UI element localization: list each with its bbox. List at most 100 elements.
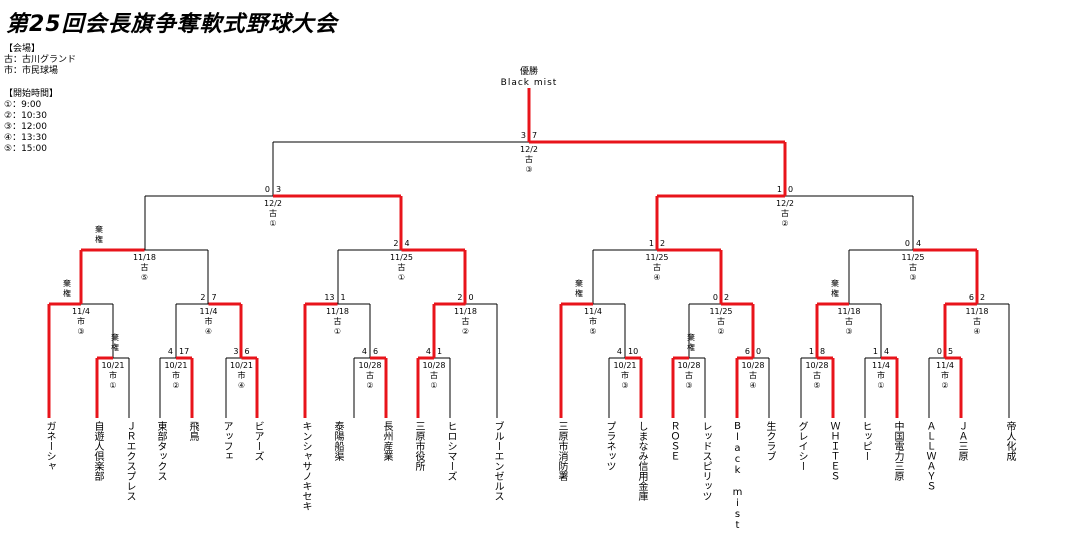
- score-right: 2: [980, 293, 985, 302]
- score-left: 0: [905, 239, 910, 248]
- match-date: 12/2: [264, 199, 282, 208]
- match-time: ②: [366, 381, 373, 390]
- team-name: 三原市役所: [413, 421, 424, 471]
- score-right: 2: [660, 239, 665, 248]
- match-date: 10/28: [358, 361, 381, 370]
- match-date: 10/28: [805, 361, 828, 370]
- match-time: ⑤: [141, 273, 148, 282]
- match-venue: 古: [653, 262, 661, 272]
- team-name: 飛鳥: [187, 421, 198, 441]
- time-line: ④：13:30: [4, 133, 48, 143]
- match-venue: 古: [462, 316, 470, 326]
- score-right: 0: [788, 185, 793, 194]
- score-left: 1: [873, 347, 878, 356]
- score-left: 1: [649, 239, 654, 248]
- match-date: 10/21: [230, 361, 253, 370]
- match-venue: 市: [77, 316, 85, 326]
- match-date: 11/18: [965, 307, 988, 316]
- champion-label: 優勝: [520, 65, 538, 77]
- team-name: 三原市消防署: [556, 421, 567, 481]
- match-date: 10/21: [613, 361, 636, 370]
- match-time: ①: [334, 327, 341, 336]
- score-right: 8: [820, 347, 825, 356]
- score-right: 0: [469, 293, 474, 302]
- team-name: ＷＨＩＴＥＳ: [828, 421, 839, 481]
- match-venue: 市: [238, 370, 246, 380]
- score-left: 13: [324, 293, 334, 302]
- match-date: 10/28: [741, 361, 764, 370]
- match-date: 11/18: [454, 307, 477, 316]
- match-time: ②: [172, 381, 179, 390]
- match-venue: 市: [109, 370, 117, 380]
- match-time: ④: [238, 381, 245, 390]
- time-line: ⑤：15:00: [4, 144, 48, 154]
- score-right: 6: [245, 347, 250, 356]
- match-venue: 古: [845, 316, 853, 326]
- match-venue: 市: [172, 370, 180, 380]
- team-name: ＡＬＬＷＡＹＳ: [924, 421, 935, 491]
- score-left: 4: [362, 347, 367, 356]
- match-time: ④: [205, 327, 212, 336]
- match-date: 11/18: [837, 307, 860, 316]
- score-left: 4: [617, 347, 622, 356]
- match-time: ③: [525, 165, 532, 174]
- team-name: グレイシー: [796, 421, 807, 471]
- forfeit-mark: 棄: [95, 224, 103, 234]
- score-right: 1: [437, 347, 442, 356]
- match-time: ④: [973, 327, 980, 336]
- match-time: ③: [77, 327, 84, 336]
- time-line: ②：10:30: [4, 111, 48, 121]
- match-time: ①: [398, 273, 405, 282]
- match-time: ⑤: [813, 381, 820, 390]
- venue-line: 市：市民球場: [4, 66, 59, 76]
- match-time: ②: [781, 219, 788, 228]
- time-legend: 【開始時間】 ①：9:00 ②：10:30 ③：12:00 ④：13:30 ⑤：…: [4, 89, 58, 155]
- forfeit-mark: 棄: [831, 278, 839, 288]
- score-left: 0: [713, 293, 718, 302]
- match-time: ③: [909, 273, 916, 282]
- match-time: ①: [109, 381, 116, 390]
- match-time: ③: [685, 381, 692, 390]
- score-right: 3: [276, 185, 281, 194]
- time-line: ③：12:00: [4, 122, 48, 132]
- score-left: 1: [809, 347, 814, 356]
- match-time: ③: [845, 327, 852, 336]
- match-date: 12/2: [776, 199, 794, 208]
- match-venue: 古: [269, 208, 277, 218]
- match-date: 10/28: [422, 361, 445, 370]
- match-venue: 古: [366, 370, 374, 380]
- team-name: しまなみ信用金庫: [636, 421, 647, 501]
- match-venue: 市: [621, 370, 629, 380]
- match-date: 11/25: [390, 253, 413, 262]
- score-right: 5: [948, 347, 953, 356]
- team-name: 東部タックス: [155, 421, 166, 481]
- score-left: 0: [937, 347, 942, 356]
- score-right: 1: [341, 293, 346, 302]
- team-name: 帝人化成: [1004, 421, 1015, 461]
- score-right: 4: [916, 239, 921, 248]
- match-date: 10/21: [101, 361, 124, 370]
- match-venue: 市: [877, 370, 885, 380]
- match-time: ①: [269, 219, 276, 228]
- score-left: 2: [457, 293, 462, 302]
- team-name: 自遊人倶楽部: [92, 421, 103, 481]
- match-time: ④: [749, 381, 756, 390]
- match-time: ③: [621, 381, 628, 390]
- match-date: 11/25: [645, 253, 668, 262]
- time-line: ①：9:00: [4, 100, 42, 110]
- match-date: 11/18: [326, 307, 349, 316]
- forfeit-mark: 権: [63, 288, 71, 298]
- forfeit-mark: 棄: [111, 332, 119, 342]
- team-name: ガネーシャ: [44, 421, 55, 471]
- score-left: 4: [168, 347, 173, 356]
- team-name: レッドスピリッツ: [700, 421, 711, 501]
- score-right: 7: [212, 293, 217, 302]
- match-venue: 古: [430, 370, 438, 380]
- match-venue: 古: [525, 154, 533, 164]
- score-left: 0: [265, 185, 270, 194]
- team-name: 泰陽船渠: [332, 421, 343, 461]
- page-title: 第25回会長旗争奪軟式野球大会: [6, 12, 338, 37]
- match-date: 11/4: [872, 361, 890, 370]
- score-right: 0: [756, 347, 761, 356]
